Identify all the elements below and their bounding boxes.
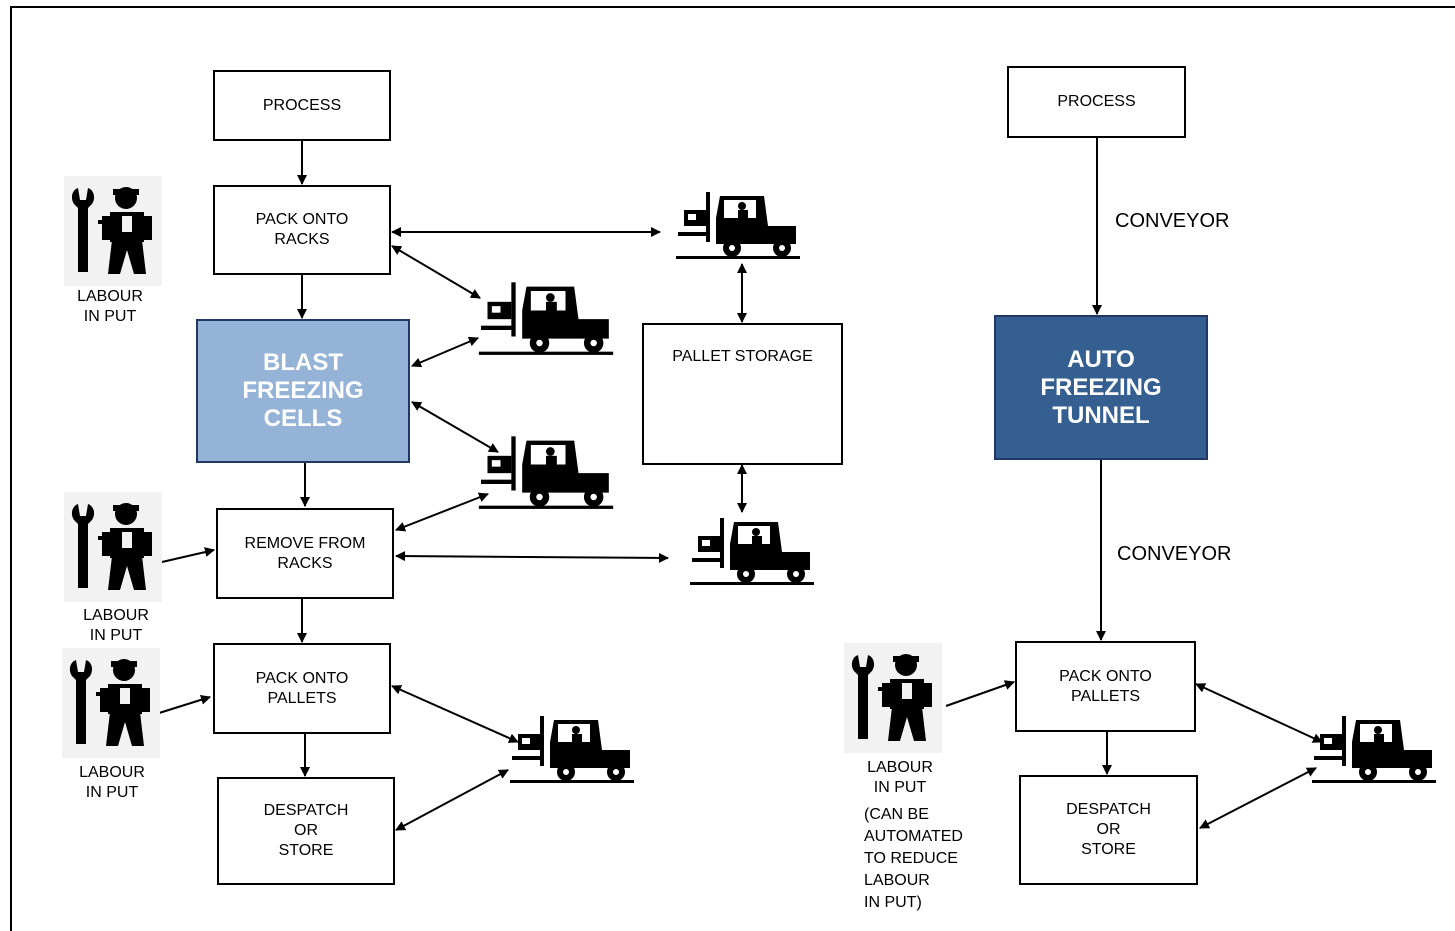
left-process-label: PROCESS [262,96,342,114]
right-labour-note: (CAN BE AUTOMATED TO REDUCE LABOUR IN PU… [864,806,963,911]
arrow-pack-forklift-a [391,245,481,299]
right-pack-pallets-label: PACK ONTO PALLETS [1059,667,1152,705]
right-despatch-label: DESPATCH OR STORE [1066,801,1151,858]
arrow-labour-remove [161,547,215,563]
arrow-despatch-forklift [395,769,509,831]
right-labour-label: LABOUR IN PUT [867,759,933,796]
labour-label-3: LABOUR IN PUT [79,764,145,801]
right-process-label: PROCESS [1057,93,1136,110]
arrow-blast-forklift-b [411,401,499,453]
forklift-icon [478,432,614,515]
arrow-right-pack-forklift [1195,683,1323,743]
arrow-remove-forklift-bottom [395,551,669,563]
auto-freezing-tunnel-label: AUTO FREEZING TUNNEL [1040,345,1162,429]
labour-label-1: LABOUR IN PUT [77,288,143,325]
labour-label-2: LABOUR IN PUT [83,607,149,644]
left-pack-racks-label: PACK ONTO RACKS [255,211,349,248]
arrow-blast-forklift-a [411,336,479,368]
conveyor-label-1: CONVEYOR [1115,210,1230,232]
blast-freezing-label: BLAST FREEZING CELLS [242,349,364,432]
left-remove-racks-box: REMOVE FROM RACKS [216,508,394,599]
diagram-frame [10,6,1455,931]
forklift-icon [690,514,814,591]
left-pack-racks-box: PACK ONTO RACKS [213,185,391,275]
left-pack-pallets-label: PACK ONTO PALLETS [255,669,349,707]
right-despatch-box: DESPATCH OR STORE [1019,775,1198,885]
left-process-box: PROCESS [213,70,391,141]
arrow-right-despatch-forklift [1199,767,1317,829]
right-process-box: PROCESS [1007,66,1186,138]
blast-freezing-cells-box: BLAST FREEZING CELLS [196,319,410,463]
arrow-labour-pallets [155,694,211,715]
left-despatch-label: DESPATCH OR STORE [263,802,349,859]
worker-icon [64,492,162,607]
forklift-icon [676,188,800,265]
right-pack-pallets-box: PACK ONTO PALLETS [1015,641,1196,732]
worker-icon [64,176,162,291]
forklift-icon [510,712,634,789]
forklift-icon [1312,712,1436,789]
arrow-remove-forklift-b [395,492,489,532]
worker-icon [62,648,160,763]
pallet-storage-label: PALLET STORAGE [672,348,813,365]
left-remove-racks-label: REMOVE FROM RACKS [244,534,366,572]
worker-icon [844,642,942,759]
conveyor-label-2: CONVEYOR [1117,543,1232,565]
forklift-icon [478,278,614,361]
left-despatch-box: DESPATCH OR STORE [217,777,395,885]
left-pack-pallets-box: PACK ONTO PALLETS [213,643,391,734]
pallet-storage-box: PALLET STORAGE [642,323,843,465]
auto-freezing-tunnel-box: AUTO FREEZING TUNNEL [994,315,1208,460]
arrow-right-labour [945,680,1015,707]
arrow-pallets-forklift [391,685,519,743]
